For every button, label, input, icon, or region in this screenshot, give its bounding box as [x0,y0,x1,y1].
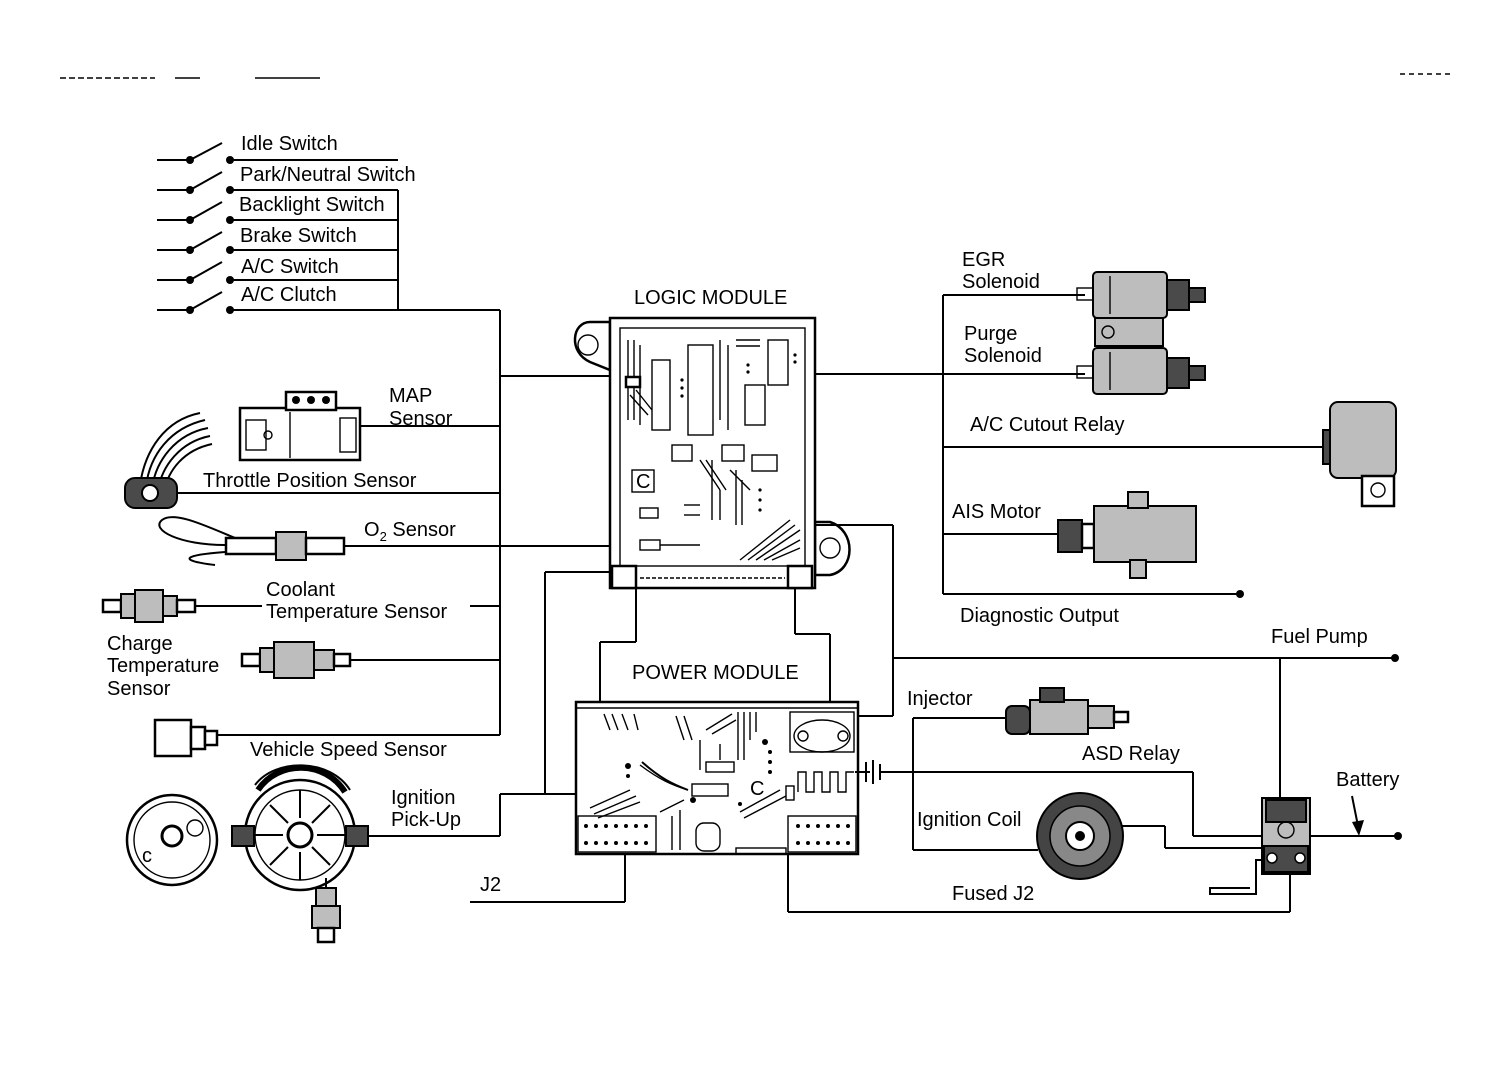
coolant-sensor-label-2: Temperature Sensor [266,601,448,623]
output-bus [815,294,1323,598]
brake-switch-icon [157,231,234,254]
throttle-position-sensor-label: Throttle Position Sensor [203,470,417,492]
purge-solenoid-label-2: Solenoid [964,345,1042,367]
fuel-pump-terminal [1391,654,1399,662]
map-sensor-label-2: Sensor [389,408,453,430]
park-neutral-switch-label: Park/Neutral Switch [240,164,416,186]
purge-solenoid-label-1: Purge [964,323,1017,345]
brake-switch-label: Brake Switch [240,225,357,247]
j2-label: J2 [480,874,501,896]
logic-pcb-mark: C [636,471,650,493]
charge-sensor-label-3: Sensor [107,678,171,700]
ignition-pickup-icon [231,764,369,944]
ac-clutch-label: A/C Clutch [241,284,337,306]
vehicle-speed-sensor-label: Vehicle Speed Sensor [250,739,447,761]
ac-cutout-relay-label: A/C Cutout Relay [970,414,1125,436]
module-interconnect [544,524,894,794]
diagnostic-output-label: Diagnostic Output [960,605,1119,627]
fused-j2-label: Fused J2 [952,883,1034,905]
backlight-switch-icon [157,201,234,224]
ac-switch-label: A/C Switch [241,256,339,278]
egr-solenoid-label-2: Solenoid [962,271,1040,293]
coolant-sensor-label-1: Coolant [266,579,335,601]
o2-sensor-icon [158,516,346,566]
logic-module-label: LOGIC MODULE [634,287,787,309]
battery-arrow-icon [1351,795,1364,836]
ais-motor-label: AIS Motor [952,501,1041,523]
idle-switch-icon [157,142,234,164]
fuel-pump-label: Fuel Pump [1271,626,1368,648]
injector-icon [1005,687,1130,735]
ac-clutch-icon [157,291,234,314]
ac-switch-icon [157,261,234,284]
ignition-pickup-label-2: Pick-Up [391,809,461,831]
ignition-pickup-label-1: Ignition [391,787,456,809]
charge-sensor-label-2: Temperature [107,655,219,677]
purge-solenoid-icon [1076,317,1206,395]
map-sensor-icon [238,390,362,462]
charge-sensor-label-1: Charge [107,633,173,655]
charge-temperature-sensor-icon [240,641,352,679]
distributor-rotor-icon: c [125,793,219,887]
power-module-label: POWER MODULE [632,662,799,684]
ignition-coil-icon [1036,792,1124,880]
scan-artifacts [60,73,1450,79]
logic-module-icon: C [573,316,851,590]
map-sensor-label-1: MAP [389,385,432,407]
park-neutral-switch-icon [157,171,234,194]
o2-sensor-label: O2 Sensor [364,519,456,544]
ais-motor-icon [1057,491,1197,579]
ignition-coil-label: Ignition Coil [917,809,1022,831]
injector-label: Injector [907,688,973,710]
battery-label: Battery [1336,769,1399,791]
backlight-switch-label: Backlight Switch [239,194,385,216]
asd-relay-label: ASD Relay [1082,743,1180,765]
distributor-mark: c [142,845,152,867]
switch-group: Idle Switch Park/Neutral Switch Backligh… [157,133,500,314]
throttle-position-sensor-icon [124,412,213,509]
idle-switch-label: Idle Switch [241,133,338,155]
egr-solenoid-label-1: EGR [962,249,1005,271]
egr-solenoid-icon [1076,271,1206,319]
power-pcb-mark: C [750,778,764,800]
battery-terminal [1394,832,1402,840]
asd-relay-icon [1209,797,1311,895]
coolant-temperature-sensor-icon [101,589,197,623]
sensor-bus [178,310,610,736]
vehicle-speed-sensor-icon [153,718,219,758]
power-module-icon: C [574,700,860,856]
ac-cutout-relay-icon [1322,401,1397,508]
